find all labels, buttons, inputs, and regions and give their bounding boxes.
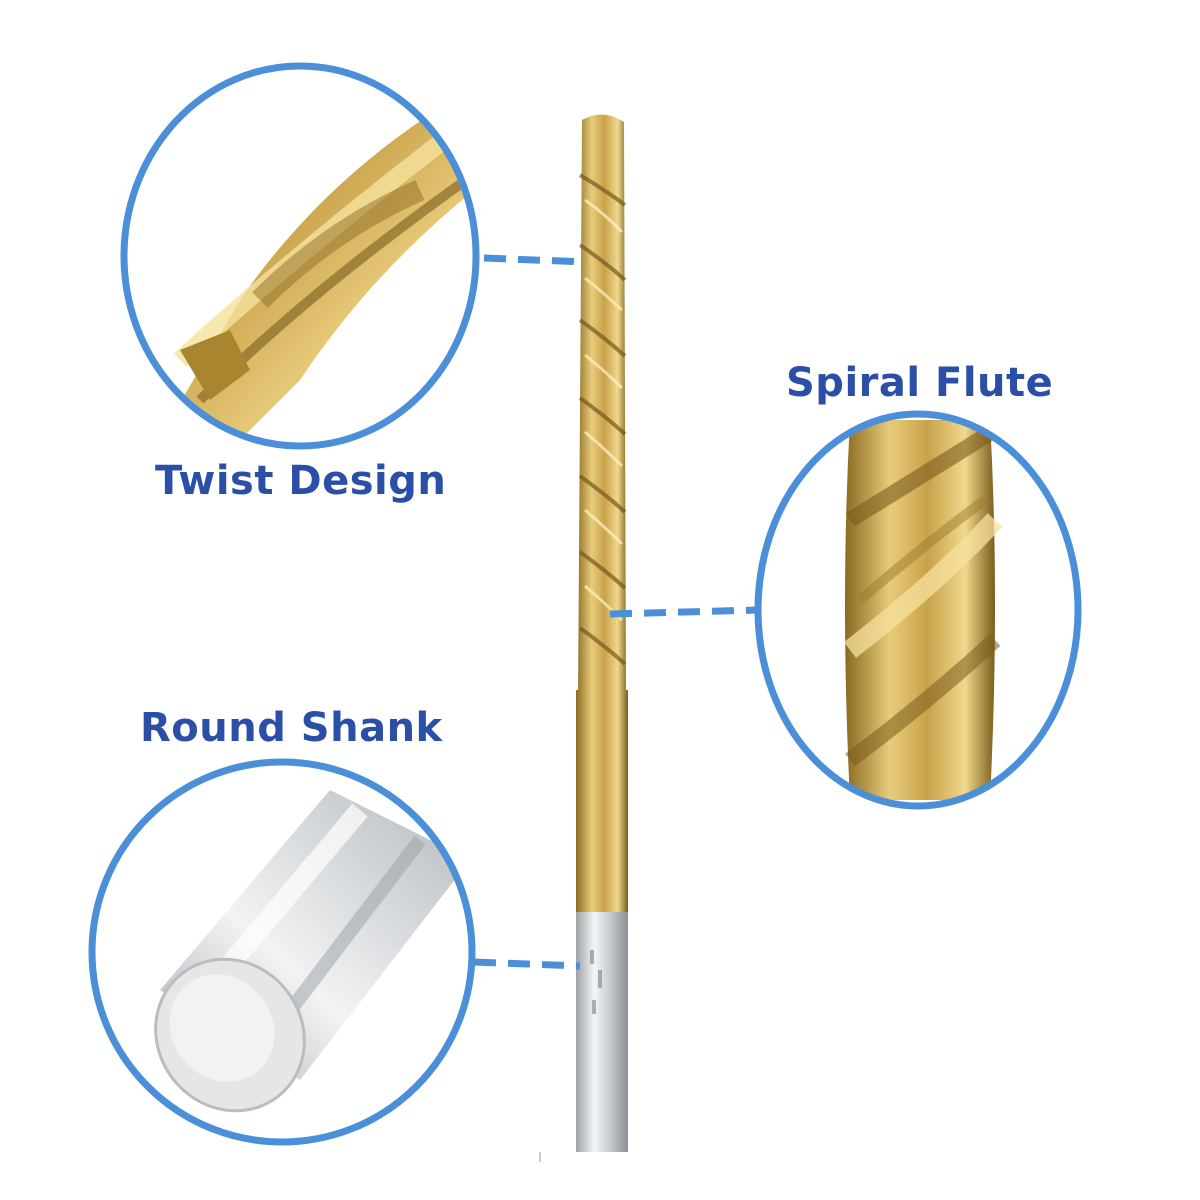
callout-round-shank [88, 758, 581, 1146]
spiral-flute-label: Spiral Flute [786, 360, 1054, 406]
drill-bit-image [539, 114, 628, 1162]
callout-spiral-flute [609, 410, 1082, 810]
callout-twist-design [120, 62, 587, 450]
round-shank-label: Round Shank [140, 705, 443, 751]
twist-design-label: Twist Design [155, 458, 447, 504]
